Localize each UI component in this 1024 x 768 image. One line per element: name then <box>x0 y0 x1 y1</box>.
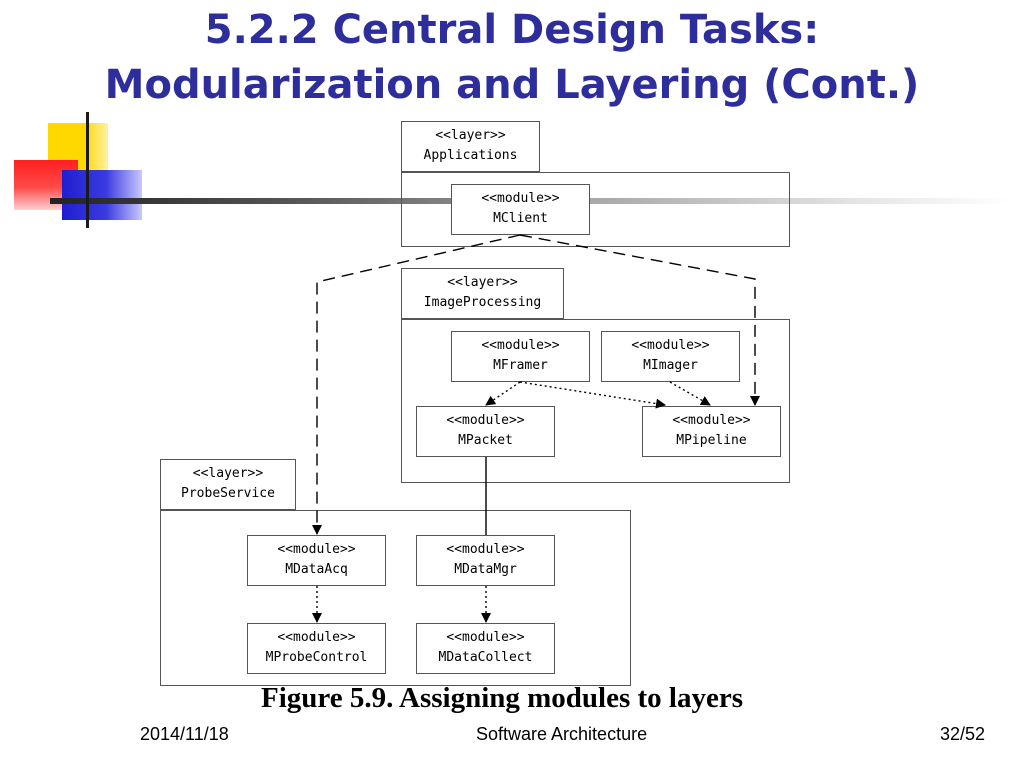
module-name: MFramer <box>493 358 548 373</box>
module-name: MDataAcq <box>285 562 348 577</box>
module-stereotype: <<module>> <box>446 542 525 557</box>
module-mpipeline: <<module>> MPipeline <box>642 406 781 457</box>
dependency-mimager-to-mpipeline <box>669 381 711 406</box>
layer-name: Applications <box>423 148 518 163</box>
footer-title: Software Architecture <box>476 724 648 744</box>
module-stereotype: <<module>> <box>446 630 525 645</box>
module-stereotype: <<module>> <box>481 191 560 206</box>
decor-vertical-rule <box>86 112 89 228</box>
layer-stereotype: <<layer>> <box>435 128 506 143</box>
module-name: MImager <box>643 358 698 373</box>
module-mdatamgr: <<module>> MDataMgr <box>416 535 555 586</box>
dependency-mframer-to-mpipeline <box>519 381 666 409</box>
dependency-mclient-to-mpipeline <box>519 234 760 406</box>
module-name: MPacket <box>458 433 513 448</box>
module-name: MProbeControl <box>265 650 368 665</box>
module-name: MDataCollect <box>438 650 533 665</box>
layer-probeservice-frame <box>160 510 631 686</box>
module-mimager: <<module>> MImager <box>601 331 740 382</box>
module-mclient: <<module>> MClient <box>451 184 590 235</box>
module-stereotype: <<module>> <box>277 630 356 645</box>
slide-title-line-2: Modularization and Layering (Cont.) <box>104 62 920 108</box>
module-name: MDataMgr <box>454 562 517 577</box>
layer-applications-frame <box>401 172 790 247</box>
layer-applications-tab: <<layer>> Applications <box>401 121 540 172</box>
module-name: MClient <box>493 211 548 226</box>
module-mdatacollect: <<module>> MDataCollect <box>416 623 555 674</box>
layer-probeservice-tab: <<layer>> ProbeService <box>160 459 296 510</box>
module-mpacket: <<module>> MPacket <box>416 406 555 457</box>
figure-caption: Figure 5.9. Assigning modules to layers <box>260 682 744 714</box>
layer-imageprocessing-tab: <<layer>> ImageProcessing <box>401 268 564 319</box>
dependency-mclient-to-mdataacq <box>312 234 521 535</box>
module-stereotype: <<module>> <box>631 338 710 353</box>
layer-name: ProbeService <box>181 486 275 501</box>
dependency-mframer-to-mpacket <box>485 381 521 406</box>
slide-title-line-1: 5.2.2 Central Design Tasks: <box>204 7 820 53</box>
module-mframer: <<module>> MFramer <box>451 331 590 382</box>
module-mdataacq: <<module>> MDataAcq <box>247 535 386 586</box>
module-stereotype: <<module>> <box>481 338 560 353</box>
module-mprobecontrol: <<module>> MProbeControl <box>247 623 386 674</box>
layer-stereotype: <<layer>> <box>447 275 518 290</box>
layer-name: ImageProcessing <box>423 295 542 310</box>
module-stereotype: <<module>> <box>446 413 525 428</box>
module-name: MPipeline <box>676 433 747 448</box>
module-stereotype: <<module>> <box>672 413 751 428</box>
footer-page-number: 32/52 <box>940 724 986 744</box>
layer-stereotype: <<layer>> <box>192 466 264 481</box>
footer-date: 2014/11/18 <box>140 724 229 744</box>
decor-blue-square <box>62 170 142 220</box>
module-stereotype: <<module>> <box>277 542 356 557</box>
layer-imageprocessing-frame <box>401 319 790 483</box>
